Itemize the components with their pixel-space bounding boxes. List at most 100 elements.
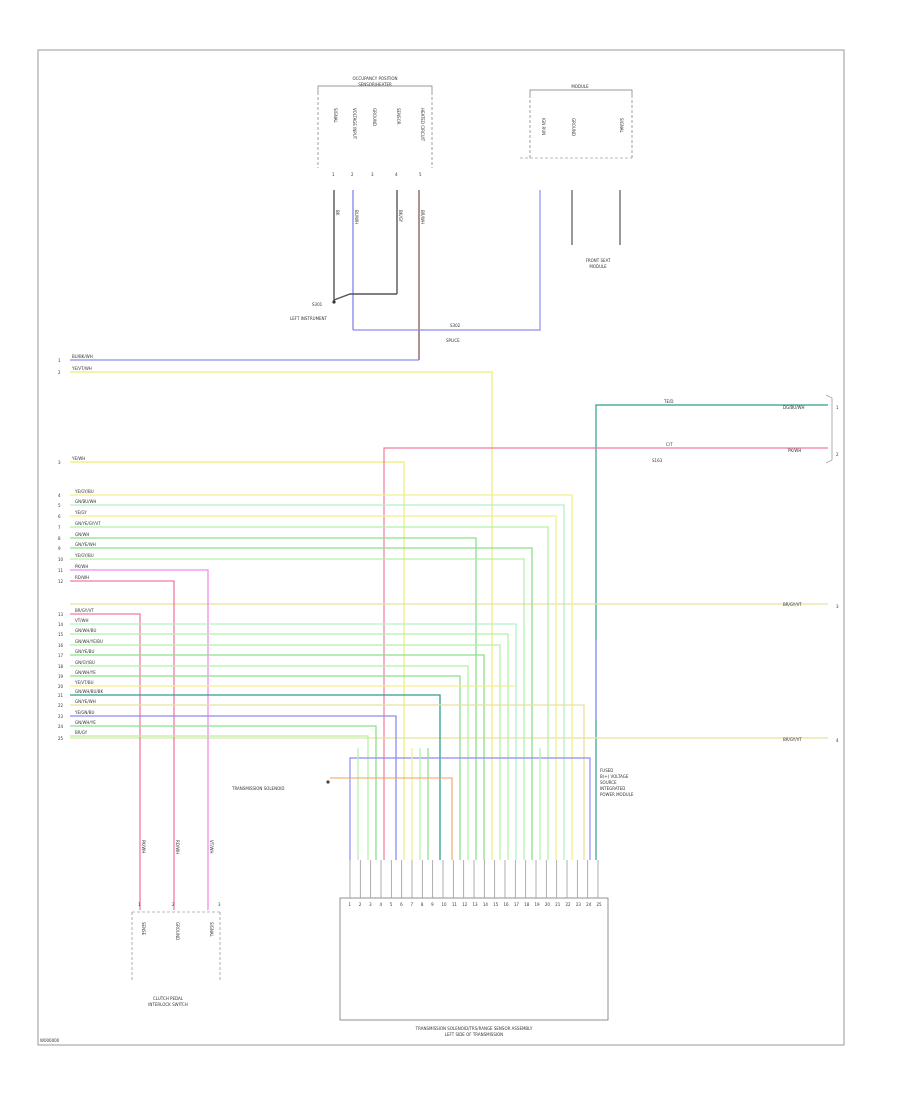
lg1-label-4: GN/YE/GY/VT [75,521,101,526]
lg1-num-3: 6 [58,514,61,519]
top-left-pin-3: 3 [371,172,374,177]
top-right-component: MODULE IGN RUN GROUND SIGNAL FRONT SEAT … [520,84,633,269]
top-left-pin-4: 4 [395,172,398,177]
lg1-label-1: YE/GY/BU [74,489,94,494]
figure-id: W000000 [40,1038,60,1043]
ground-dot [326,780,330,784]
lg1-label-9: RD/WH [75,575,89,580]
lg1-label-5: GN/WH [75,532,89,537]
splice-left-dot [332,300,336,304]
diagram-frame [37,49,845,1046]
lg2-num-4: 16 [58,643,64,648]
module-pin-number: 2 [359,902,362,907]
lg2-num-11: 23 [58,714,64,719]
right-mid-2: C/T [666,442,673,447]
lg1-num-7: 10 [58,557,64,562]
module-pin-number: 7 [411,902,414,907]
module-pin-number: 12 [462,902,468,907]
right-label-2: PK/WH [788,448,801,453]
lg2-num-6: 18 [58,664,64,669]
lg1-num-5: 8 [58,536,61,541]
splice-left-caption: LEFT INSTRUMENT [290,316,328,321]
top-left-title-2: SENSOR/HEATER [358,82,392,87]
top-left-pin-name-4: SENSOR [396,108,401,125]
lg2-label-1: BR/GY/VT [75,608,94,613]
lg2-num-13: 25 [58,736,64,741]
module-pin-number: 25 [597,902,603,907]
ground-label: TRANSMISSION SOLENOID [231,786,284,791]
left-top-num-1: 1 [58,358,61,363]
lg2-label-8: YE/VT/BU [74,680,94,685]
module-note: FUSED B(+) VOLTAGE SOURCE INTEGRATED POW… [600,768,634,797]
lg1-num-4: 7 [58,525,61,530]
clutch-pin-name-2: GROUND [175,922,180,940]
lg1-num-1: 4 [58,493,61,498]
lg2-num-3: 15 [58,632,64,637]
module-pin-number: 1 [349,902,352,907]
splice-mid-label: S302 [450,323,461,328]
top-left-pin-1: 1 [332,172,335,177]
clutch-wire-label-2: RD/WH [175,840,180,854]
lg2-num-12: 24 [58,724,64,729]
lg2-num-8: 20 [58,684,64,689]
lg1-label-7: YE/GY/BU [74,553,94,558]
top-right-title: MODULE [571,84,589,89]
splice-left-label: S301 [312,302,323,307]
lg1-label-6: GN/YE/WH [75,542,96,547]
left-top-wires: 1 BU/BK/WH 2 YE/VT/WH 3 YE/WH [58,354,493,860]
module-pin-number: 8 [421,902,424,907]
lg1-num-6: 9 [58,546,61,551]
lg2-num-2: 14 [58,622,64,627]
left-group2-labels: 13 BR/GY/VT 14 VT/WH 15 GN/WH/BU 16 GN/W… [58,608,104,741]
left-wire-group-1 [70,494,573,910]
clutch-pin-3: 3 [218,902,221,907]
lg2-num-10: 22 [58,703,64,708]
right-label-4: BR/GY/VT [783,737,802,742]
right-num-4: 4 [836,738,839,743]
left-top-label-1: BU/BK/WH [72,354,93,359]
lg2-label-6: GN/GY/BU [75,660,95,665]
top-right-pin-name-1: IGN RUN [541,118,546,135]
lg2-num-1: 13 [58,612,64,617]
top-left-component: OCCUPANCY POSITION SENSOR/HEATER SIGNAL … [317,76,433,177]
module-pin-number: 21 [555,902,561,907]
module-pin-number: 10 [442,902,448,907]
top-right-caption-2: MODULE [589,264,607,269]
module-title-1: TRANSMISSION SOLENOID/TRS/RANGE SENSOR A… [415,1026,533,1031]
right-label-1: DG/BU/WH [783,405,805,410]
top-left-pin-name-1: SIGNAL [333,108,338,124]
lg2-label-3: GN/WH/BU [75,628,96,633]
left-top-num-3: 3 [58,460,61,465]
module-pin-number: 19 [535,902,541,907]
wire-splice-left [333,290,397,302]
module-pin-number: 24 [586,902,592,907]
lg2-label-2: VT/WH [75,618,89,623]
lg2-num-9: 21 [58,693,64,698]
top-left-pin-2: 2 [351,172,354,177]
right-splice-caption: S163 [652,458,663,463]
lg1-label-3: YE/GY [74,510,87,515]
module-note-1: FUSED [600,768,613,773]
top-wire-label-1: BK [335,210,340,216]
clutch-switch: SENSE GROUND SIGNAL 1 2 3 CLUTCH PEDAL I… [131,902,221,1007]
module-pin-number: 18 [524,902,530,907]
module-pin-number: 17 [514,902,520,907]
wire-left-3 [70,461,405,860]
module-pin-number: 22 [566,902,572,907]
clutch-wire-label-3: VT/WH [209,840,214,854]
module-note-4: INTEGRATED [600,786,625,791]
module-pin-number: 5 [390,902,393,907]
lg2-label-7: GN/WH/YE [75,670,96,675]
lg2-label-4: GN/WH/YE/BU [75,639,103,644]
module-pin-number: 6 [400,902,403,907]
module-note-5: POWER MODULE [600,792,634,797]
clutch-pin-name-3: SIGNAL [209,922,214,938]
right-mid-1: TE/D [663,399,673,404]
right-label-3: BR/GY/VT [783,602,802,607]
module-note-3: SOURCE [600,780,617,785]
module-pin-number: 14 [483,902,489,907]
clutch-pin-2: 2 [172,902,175,907]
top-left-pin-name-2: VOLTAGE INPUT [352,108,357,140]
